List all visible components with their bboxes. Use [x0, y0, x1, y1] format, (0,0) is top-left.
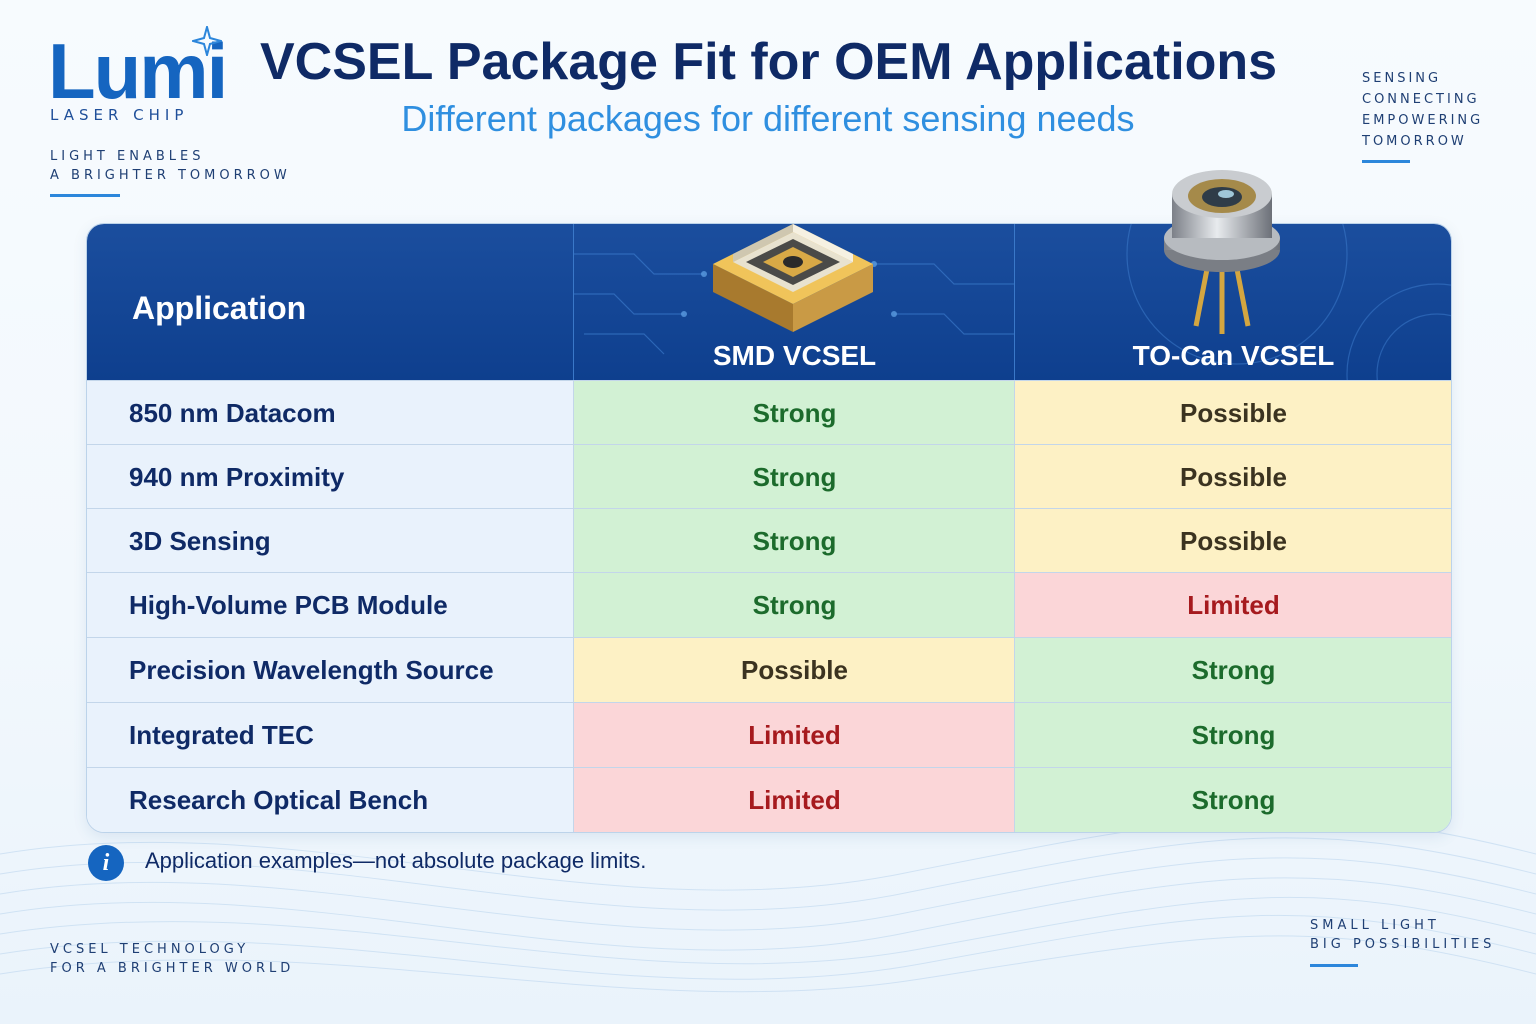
side-keywords: SENSING CONNECTING EMPOWERING TOMORROW: [1362, 68, 1483, 152]
keyword: SENSING: [1362, 71, 1442, 86]
application-cell: Research Optical Bench: [87, 768, 573, 832]
comparison-table: Application SMD VCSEL: [86, 223, 1452, 833]
page-title: VCSEL Package Fit for OEM Applications: [260, 33, 1278, 91]
tagline-line: LIGHT ENABLES: [50, 149, 205, 164]
logo-wordmark: Lumi: [48, 27, 228, 115]
sparkle-icon: [192, 26, 222, 56]
to-can-fit-cell: Possible: [1014, 381, 1451, 445]
to-can-vcsel-icon: [1164, 170, 1280, 334]
to-can-fit-cell: Possible: [1014, 509, 1451, 573]
to-can-fit-cell: Strong: [1014, 638, 1451, 702]
smd-fit-cell: Strong: [573, 445, 1015, 509]
smd-fit-cell: Possible: [573, 638, 1015, 702]
logo-subtitle: LASER CHIP: [50, 106, 189, 124]
smd-vcsel-chip-icon: [713, 224, 873, 332]
accent-divider: [50, 194, 120, 197]
footnote-text: Application examples—not absolute packag…: [145, 848, 647, 873]
application-cell: 850 nm Datacom: [87, 381, 573, 445]
table-row: 940 nm Proximity Strong Possible: [87, 444, 1451, 509]
ring-pattern: [1126, 224, 1451, 380]
to-can-fit-cell: Strong: [1014, 703, 1451, 767]
header-smd: SMD VCSEL: [573, 224, 1015, 380]
tagline-line: A BRIGHTER TOMORROW: [50, 168, 291, 183]
to-can-fit-cell: Strong: [1014, 768, 1451, 832]
slogan-line: BIG POSSIBILITIES: [1310, 937, 1496, 952]
brand-tagline: LIGHT ENABLES A BRIGHTER TOMORROW: [50, 147, 291, 185]
smd-fit-cell: Strong: [573, 381, 1015, 445]
accent-divider: [1310, 964, 1358, 967]
footer-right-slogan: SMALL LIGHT BIG POSSIBILITIES: [1310, 916, 1495, 954]
application-cell: Integrated TEC: [87, 703, 573, 767]
smd-fit-cell: Limited: [573, 703, 1015, 767]
table-row: High-Volume PCB Module Strong Limited: [87, 572, 1451, 637]
application-cell: 940 nm Proximity: [87, 445, 573, 509]
to-can-fit-cell: Limited: [1014, 573, 1451, 637]
smd-fit-cell: Limited: [573, 768, 1015, 832]
smd-fit-cell: Strong: [573, 509, 1015, 573]
header-smd-label: SMD VCSEL: [712, 340, 877, 371]
accent-divider: [1362, 160, 1410, 163]
table-row: Integrated TEC Limited Strong: [87, 702, 1451, 767]
table-row: 3D Sensing Strong Possible: [87, 508, 1451, 573]
brand-logo: Lumi LASER CHIP: [48, 26, 228, 124]
to-can-fit-cell: Possible: [1014, 445, 1451, 509]
slogan-line: SMALL LIGHT: [1310, 918, 1440, 933]
keyword: CONNECTING: [1362, 92, 1480, 107]
application-cell: Precision Wavelength Source: [87, 638, 573, 702]
application-cell: High-Volume PCB Module: [87, 573, 573, 637]
header-to-can-label: TO-Can VCSEL: [1132, 340, 1335, 371]
page-subtitle: Different packages for different sensing…: [401, 98, 1135, 139]
header-application-label: Application: [132, 290, 307, 326]
slogan-line: FOR A BRIGHTER WORLD: [50, 961, 295, 976]
info-icon: i: [88, 845, 124, 881]
header-application: Application: [87, 224, 573, 380]
circuit-pattern: [574, 253, 1015, 355]
keyword: EMPOWERING: [1362, 113, 1484, 128]
keyword: TOMORROW: [1362, 134, 1467, 149]
table-row: 850 nm Datacom Strong Possible: [87, 380, 1451, 445]
smd-fit-cell: Strong: [573, 573, 1015, 637]
slogan-line: VCSEL TECHNOLOGY: [50, 942, 250, 957]
application-cell: 3D Sensing: [87, 509, 573, 573]
table-row: Precision Wavelength Source Possible Str…: [87, 637, 1451, 702]
table-row: Research Optical Bench Limited Strong: [87, 767, 1451, 832]
footer-left-slogan: VCSEL TECHNOLOGY FOR A BRIGHTER WORLD: [50, 940, 294, 978]
header-to-can: TO-Can VCSEL: [1014, 224, 1451, 380]
